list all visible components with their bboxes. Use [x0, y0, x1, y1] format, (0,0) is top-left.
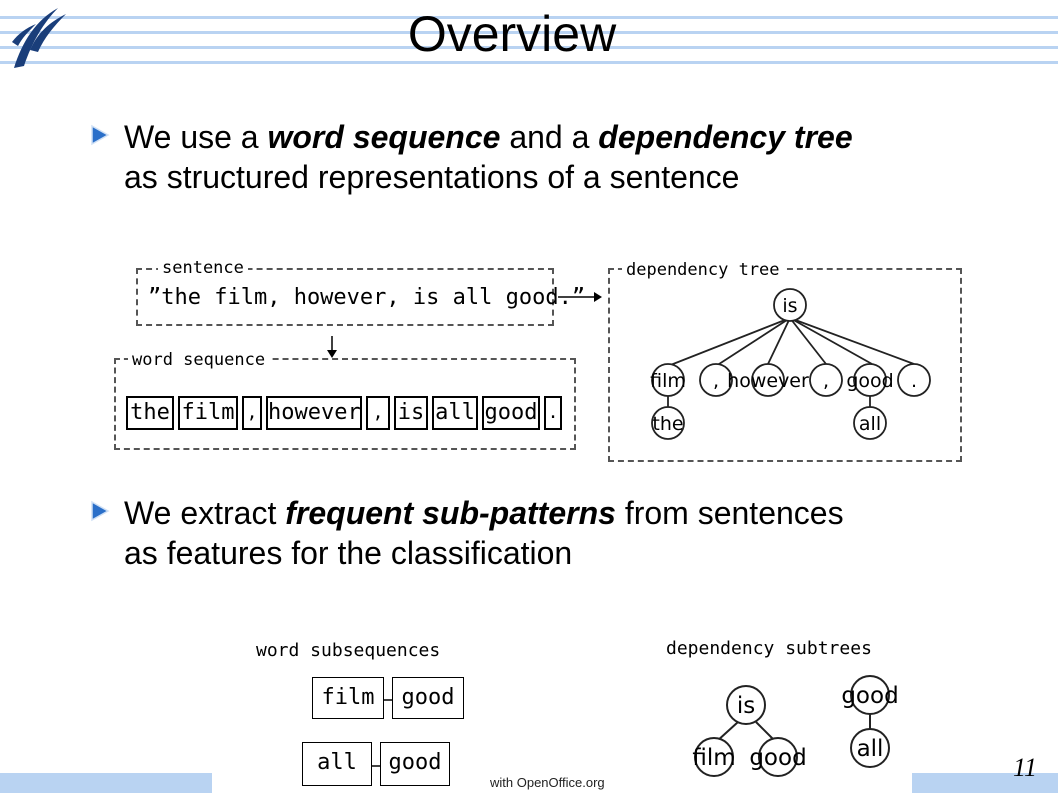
bullet-1: We use a word sequence and a dependency … — [90, 118, 1010, 198]
tree-node: the — [652, 413, 683, 435]
bullet-1-line-2: as structured representations of a sente… — [124, 159, 740, 195]
openoffice-gull-logo-icon — [12, 8, 66, 68]
footer-text: with OpenOffice.org — [490, 775, 605, 790]
sentence-to-tree-arrow-head — [594, 292, 602, 302]
page-number: 11 — [1012, 753, 1038, 782]
tree-node: film — [650, 370, 686, 392]
token: however — [266, 396, 362, 430]
token: good — [482, 396, 540, 430]
slide-title: Overview — [407, 6, 617, 62]
tree-node: , — [823, 370, 829, 392]
subsequence-1-token: film — [312, 677, 384, 719]
sentence-text: ”the film, however, is all good.” — [148, 285, 586, 310]
token: film — [178, 396, 238, 430]
subsequence-2-token: all — [302, 742, 372, 786]
token: the — [126, 396, 174, 430]
subtree-2-node: all — [857, 736, 884, 762]
sentence-to-sequence-arrow-head — [327, 350, 337, 358]
bullet-arrow-icon — [91, 500, 110, 522]
token: . — [544, 396, 562, 430]
tree-node: however — [727, 370, 809, 392]
token: , — [366, 396, 390, 430]
subtree-1-root: is — [737, 693, 755, 719]
bullet-1-emphasis-1: word sequence — [267, 119, 501, 155]
bullet-2-emphasis: frequent sub-patterns — [285, 495, 616, 531]
tree-node: . — [911, 370, 917, 392]
subtree-1-node: film — [692, 745, 735, 771]
subsequence-1-token: good — [392, 677, 464, 719]
subtree-1-node: good — [749, 745, 806, 771]
tree-node: , — [713, 370, 719, 392]
bullet-1-emphasis-2: dependency tree — [598, 119, 853, 155]
subtree-2-root: good — [841, 683, 898, 709]
subsequence-2-token: good — [380, 742, 450, 786]
word-sequence-label: word sequence — [128, 350, 270, 370]
bullet-1-line-1: We use a word sequence and a dependency … — [124, 119, 853, 155]
dependency-tree-label: dependency tree — [622, 260, 784, 280]
tree-node-root: is — [782, 295, 797, 317]
footer-band-left — [0, 773, 212, 793]
tree-node: good — [846, 370, 893, 392]
token: , — [242, 396, 262, 430]
word-sequence-box — [114, 358, 576, 450]
token: is — [394, 396, 428, 430]
token: all — [432, 396, 478, 430]
footer-band-right — [912, 773, 1058, 793]
bullet-2-line-2: as features for the classification — [124, 535, 573, 571]
sentence-label: sentence — [158, 258, 248, 278]
bullet-arrow-icon — [91, 124, 110, 146]
word-subsequences-label: word subsequences — [256, 640, 441, 661]
bullet-2-line-1: We extract frequent sub-patterns from se… — [124, 495, 844, 531]
bullet-2: We extract frequent sub-patterns from se… — [90, 494, 1010, 574]
dependency-subtrees-label: dependency subtrees — [666, 638, 872, 659]
tree-node: all — [859, 413, 881, 435]
